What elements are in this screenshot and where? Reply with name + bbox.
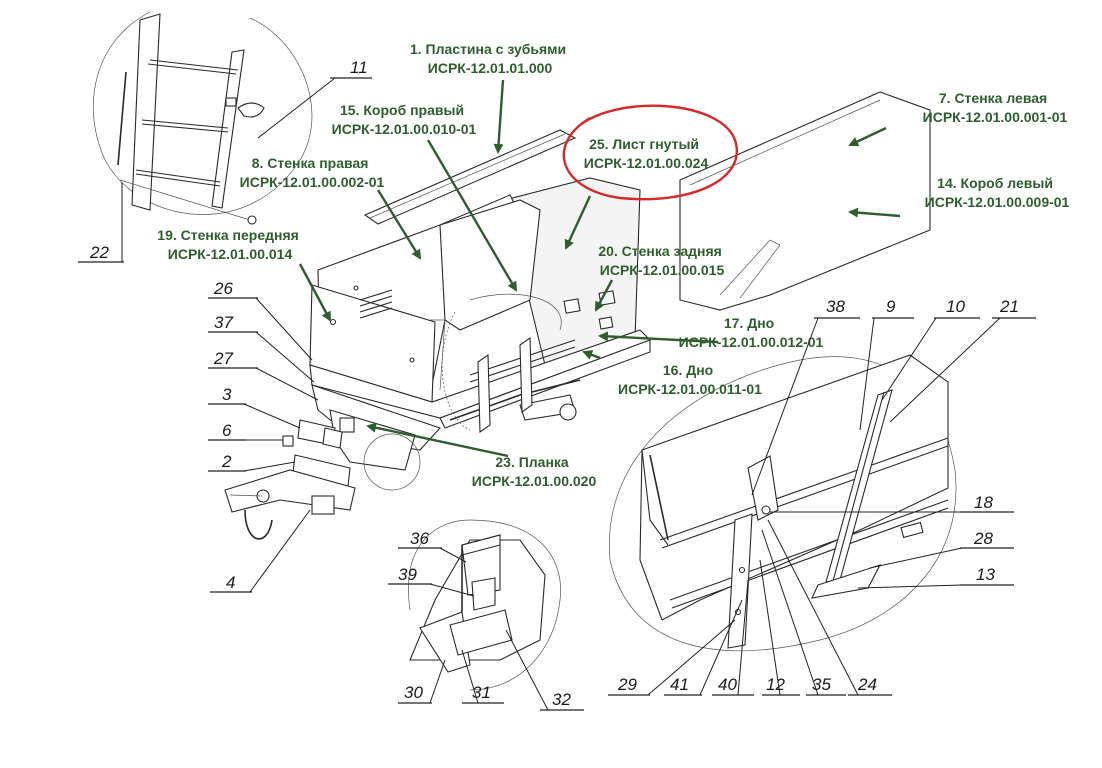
pos-30: 30 <box>404 683 423 702</box>
callout-plate-teeth: 1. Пластина с зубьями ИСРК-12.01.01.000 <box>410 41 570 76</box>
position-numbers: 11 22 26 37 27 3 6 2 4 36 <box>78 58 1036 711</box>
pos-6: 6 <box>222 421 232 440</box>
pos-40: 40 <box>718 675 737 694</box>
callout-bottom-16: 16. Дно ИСРК-12.01.00.011-01 <box>618 362 762 397</box>
callout-left-box: 14. Короб левый ИСРК-12.01.00.009-01 <box>925 175 1070 210</box>
callout-rear-wall: 20. Стенка задняя ИСРК-12.01.00.015 <box>598 243 725 278</box>
pos-27: 27 <box>213 349 233 368</box>
callout-strip: 23. Планка ИСРК-12.01.00.020 <box>472 454 597 489</box>
pos-37: 37 <box>214 313 233 332</box>
pos-10: 10 <box>946 297 965 316</box>
callout-right-box: 15. Короб правый ИСРК-12.01.00.010-01 <box>332 102 477 137</box>
pos-29: 29 <box>617 675 637 694</box>
pos-18: 18 <box>974 493 993 512</box>
callout-arrows <box>298 79 901 458</box>
pos-4: 4 <box>226 573 235 592</box>
detail-view-bracket <box>408 519 561 691</box>
callout-bottom-17: 17. Дно ИСРК-12.01.00.012-01 <box>679 315 824 350</box>
main-hopper <box>224 91 931 540</box>
pos-9: 9 <box>886 297 896 316</box>
callout-bent-sheet: 25. Лист гнутый ИСРК-12.01.00.024 <box>584 136 709 171</box>
pos-32: 32 <box>552 690 571 709</box>
pos-22: 22 <box>89 243 109 262</box>
pos-41: 41 <box>670 675 689 694</box>
pos-31: 31 <box>472 683 491 702</box>
pos-38: 38 <box>826 297 845 316</box>
callout-right-wall: 8. Стенка правая ИСРК-12.01.00.002-01 <box>240 155 385 190</box>
pos-26: 26 <box>213 279 233 298</box>
pos-28: 28 <box>973 529 993 548</box>
pos-39: 39 <box>398 565 417 584</box>
callout-labels: 1. Пластина с зубьями ИСРК-12.01.01.000 … <box>157 41 1069 489</box>
pos-11: 11 <box>350 58 368 77</box>
pos-35: 35 <box>812 675 831 694</box>
pos-3: 3 <box>222 385 232 404</box>
pos-24: 24 <box>857 675 877 694</box>
pos-21: 21 <box>999 297 1019 316</box>
callout-front-wall: 19. Стенка передняя ИСРК-12.01.00.014 <box>157 227 302 262</box>
pos-36: 36 <box>410 529 429 548</box>
highlight-circle <box>562 104 738 201</box>
pos-2: 2 <box>221 452 232 471</box>
pos-12: 12 <box>766 675 785 694</box>
pos-13: 13 <box>976 565 995 584</box>
detail-view-rear-corner <box>608 354 957 652</box>
callout-left-wall: 7. Стенка левая ИСРК-12.01.00.001-01 <box>923 90 1068 125</box>
detail-view-ladder <box>93 11 313 225</box>
